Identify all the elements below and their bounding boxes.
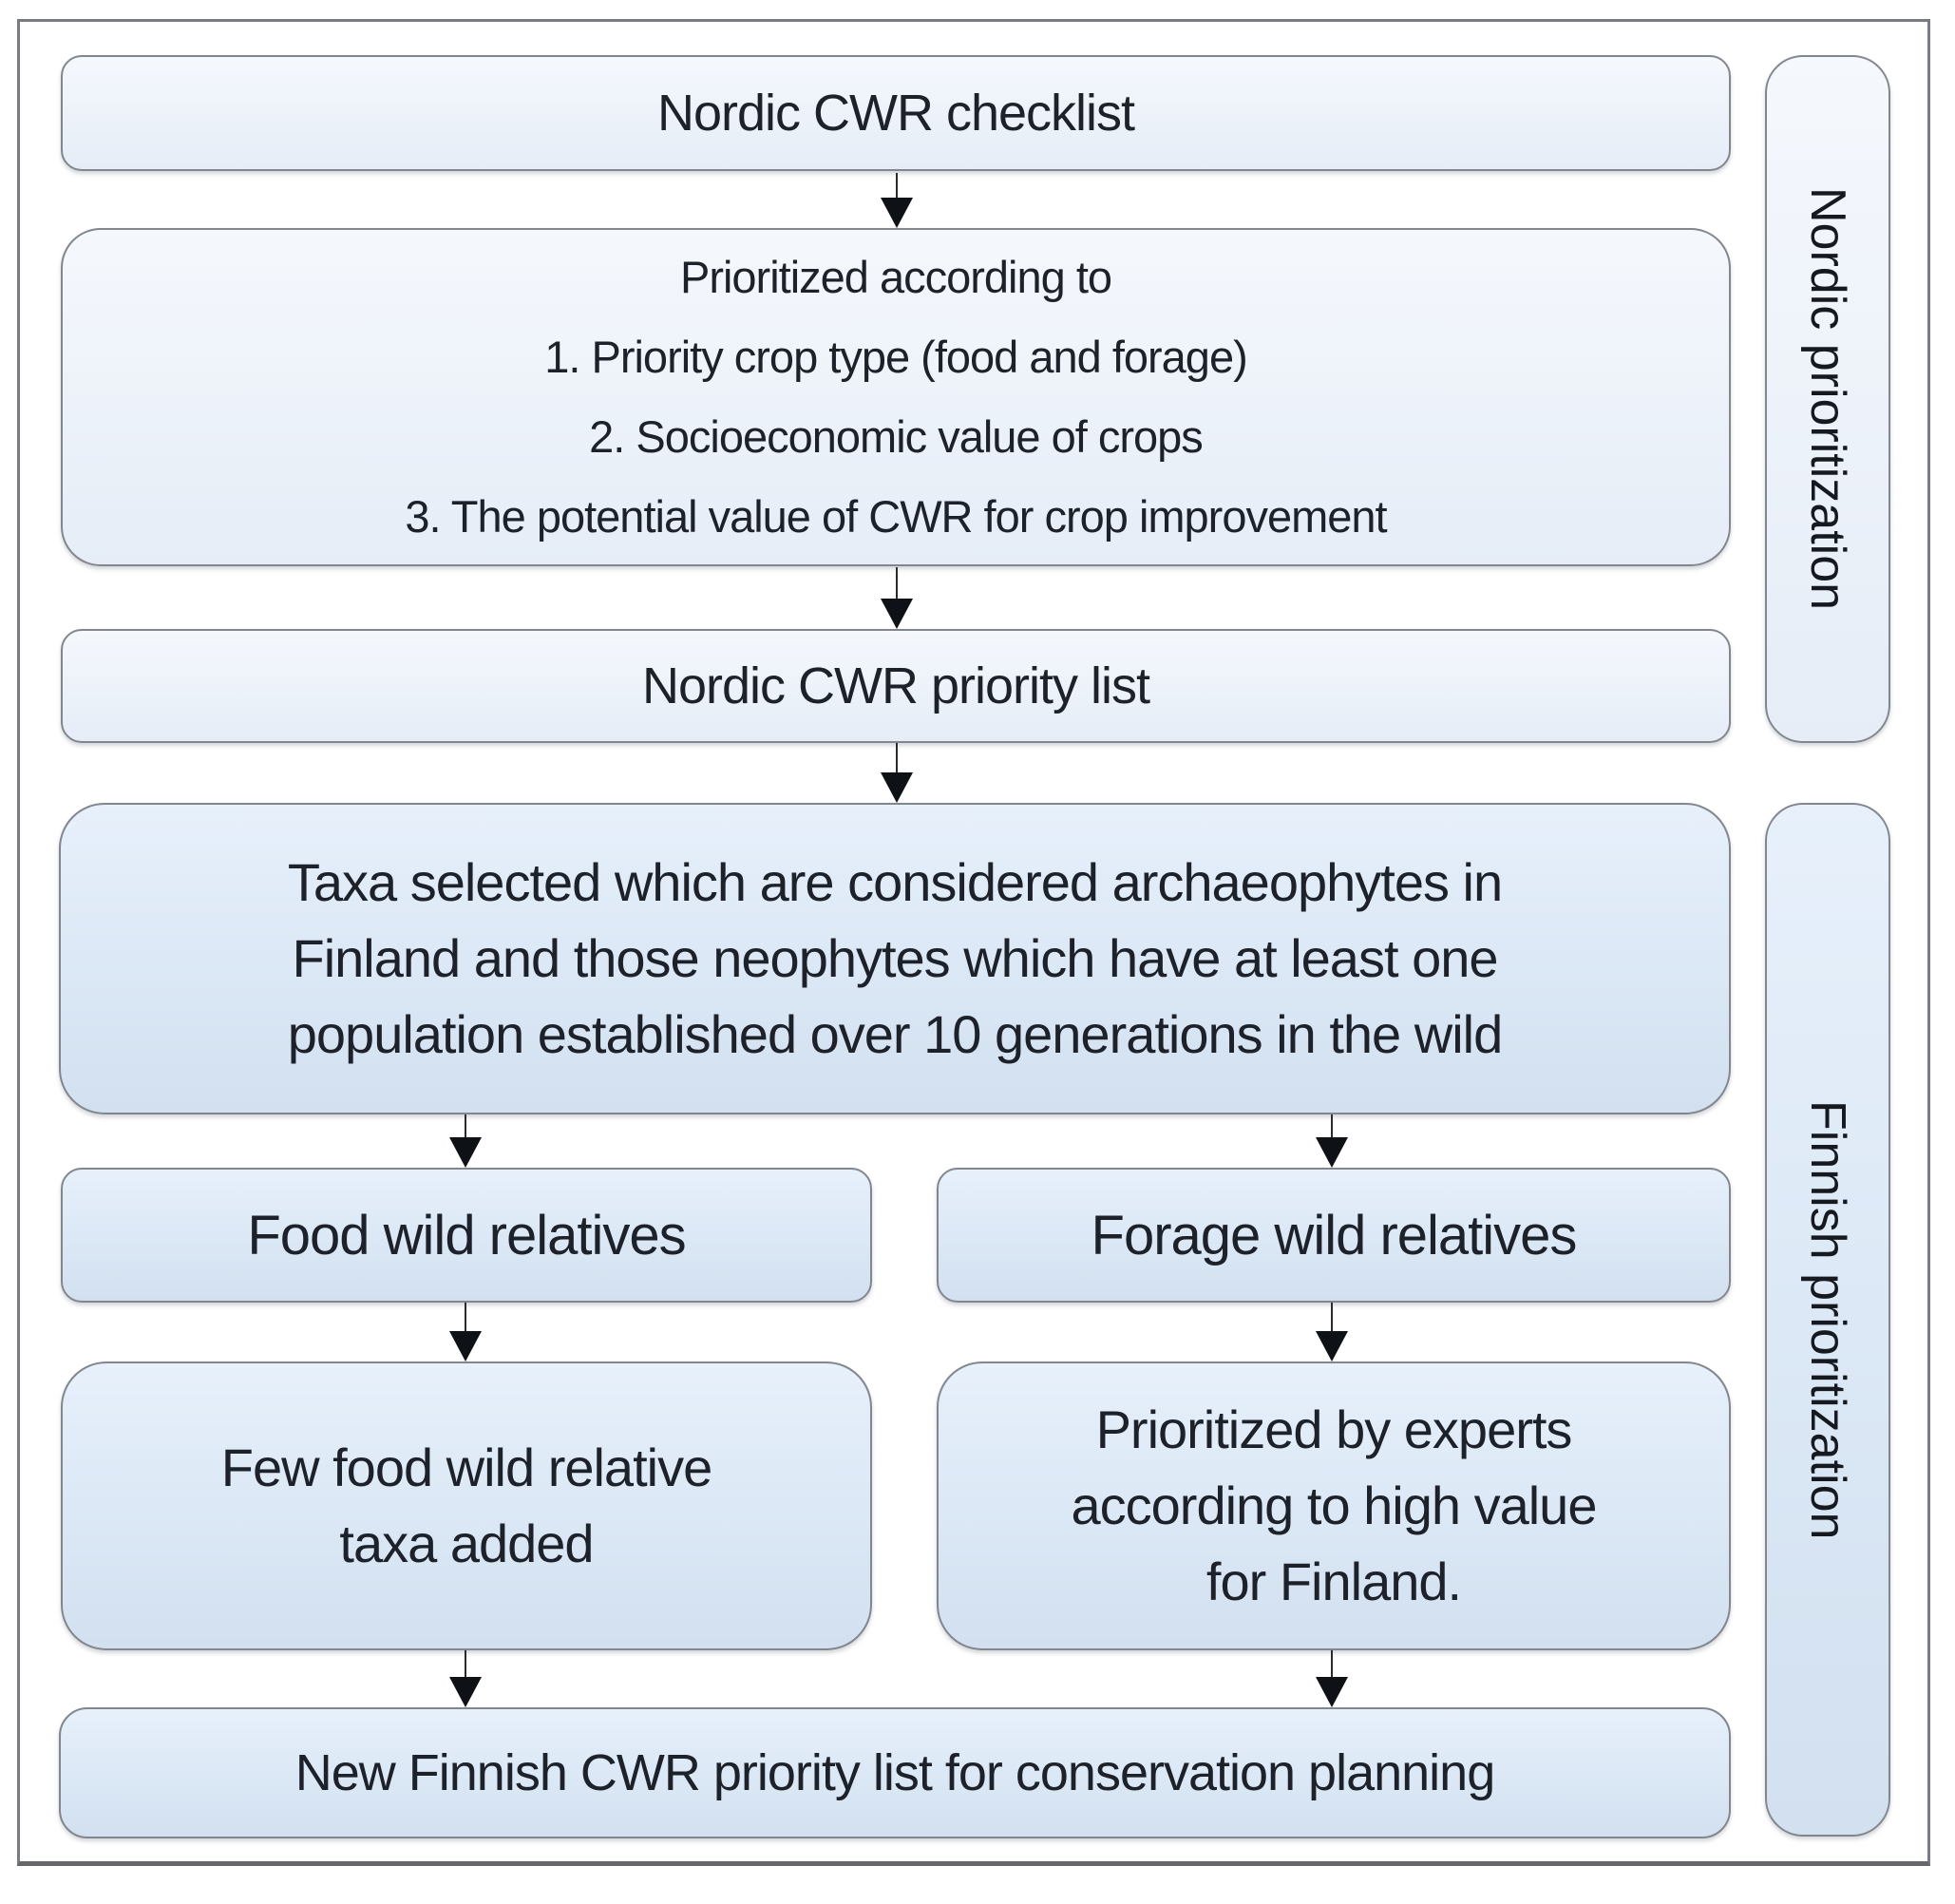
node-new-finnish-priority-list: New Finnish CWR priority list for conser… [59,1707,1731,1838]
node-nordic-cwr-priority-list: Nordic CWR priority list [61,629,1731,743]
arrow-line [896,567,898,604]
node-label: Nordic CWR priority list [641,657,1150,714]
criteria-line: 2. Socioeconomic value of crops [589,411,1204,462]
sidebar-label: Finnish prioritization [1800,1099,1855,1540]
node-nordic-cwr-checklist: Nordic CWR checklist [61,55,1731,171]
node-taxa-selected: Taxa selected which are considered archa… [59,803,1731,1114]
few-food-line: Few food wild relative [220,1438,712,1497]
taxa-line: population established over 10 generatio… [287,1004,1503,1064]
node-prioritization-criteria: Prioritized according to 1. Priority cro… [61,228,1731,566]
taxa-line: Finland and those neophytes which have a… [292,928,1498,988]
arrow-head-icon [881,198,913,228]
node-food-wild-relatives: Food wild relatives [61,1168,872,1303]
arrow-head-icon [449,1137,482,1168]
few-food-line: taxa added [339,1514,594,1573]
arrow-taxa-to-food [449,1114,482,1168]
experts-line: for Finland. [1205,1552,1462,1611]
arrow-head-icon [881,772,913,803]
node-label: Food wild relatives [247,1204,686,1266]
sidebar-nordic-prioritization: Nordic prioritization [1765,55,1890,743]
arrow-line [896,173,898,203]
arrow-experts-to-new-list [1316,1650,1348,1707]
arrow-head-icon [1316,1677,1348,1707]
node-label: New Finnish CWR priority list for conser… [294,1744,1495,1801]
criteria-line: Prioritized according to [679,252,1112,302]
arrow-head-icon [881,599,913,629]
arrow-line [1331,1650,1333,1683]
arrow-line [896,743,898,778]
node-few-food-taxa-added: Few food wild relative taxa added [61,1361,872,1650]
node-forage-wild-relatives: Forage wild relatives [937,1168,1731,1303]
arrow-forage-to-experts [1316,1303,1348,1361]
taxa-line: Taxa selected which are considered archa… [287,852,1503,912]
arrow-head-icon [449,1331,482,1361]
arrow-checklist-to-criteria [881,173,913,228]
criteria-line: 3. The potential value of CWR for crop i… [405,491,1387,542]
arrow-food-to-few-food [449,1303,482,1361]
sidebar-label: Nordic prioritization [1800,187,1855,611]
arrow-head-icon [449,1677,482,1707]
arrow-criteria-to-priority-list [881,567,913,629]
node-expert-prioritized: Prioritized by experts according to high… [937,1361,1731,1650]
experts-line: according to high value [1071,1476,1598,1535]
arrow-line [465,1650,466,1683]
criteria-line: 1. Priority crop type (food and forage) [544,332,1248,382]
node-label: Nordic CWR checklist [656,85,1135,142]
arrow-priority-list-to-taxa [881,743,913,803]
node-label: Forage wild relatives [1091,1204,1578,1266]
arrow-line [465,1303,466,1337]
arrow-line [1331,1303,1333,1337]
sidebar-finnish-prioritization: Finnish prioritization [1765,803,1890,1837]
arrow-few-food-to-new-list [449,1650,482,1707]
experts-line: Prioritized by experts [1095,1399,1573,1459]
arrow-head-icon [1316,1331,1348,1361]
arrow-line [465,1114,466,1143]
arrow-line [1331,1114,1333,1143]
arrow-head-icon [1316,1137,1348,1168]
arrow-taxa-to-forage [1316,1114,1348,1168]
